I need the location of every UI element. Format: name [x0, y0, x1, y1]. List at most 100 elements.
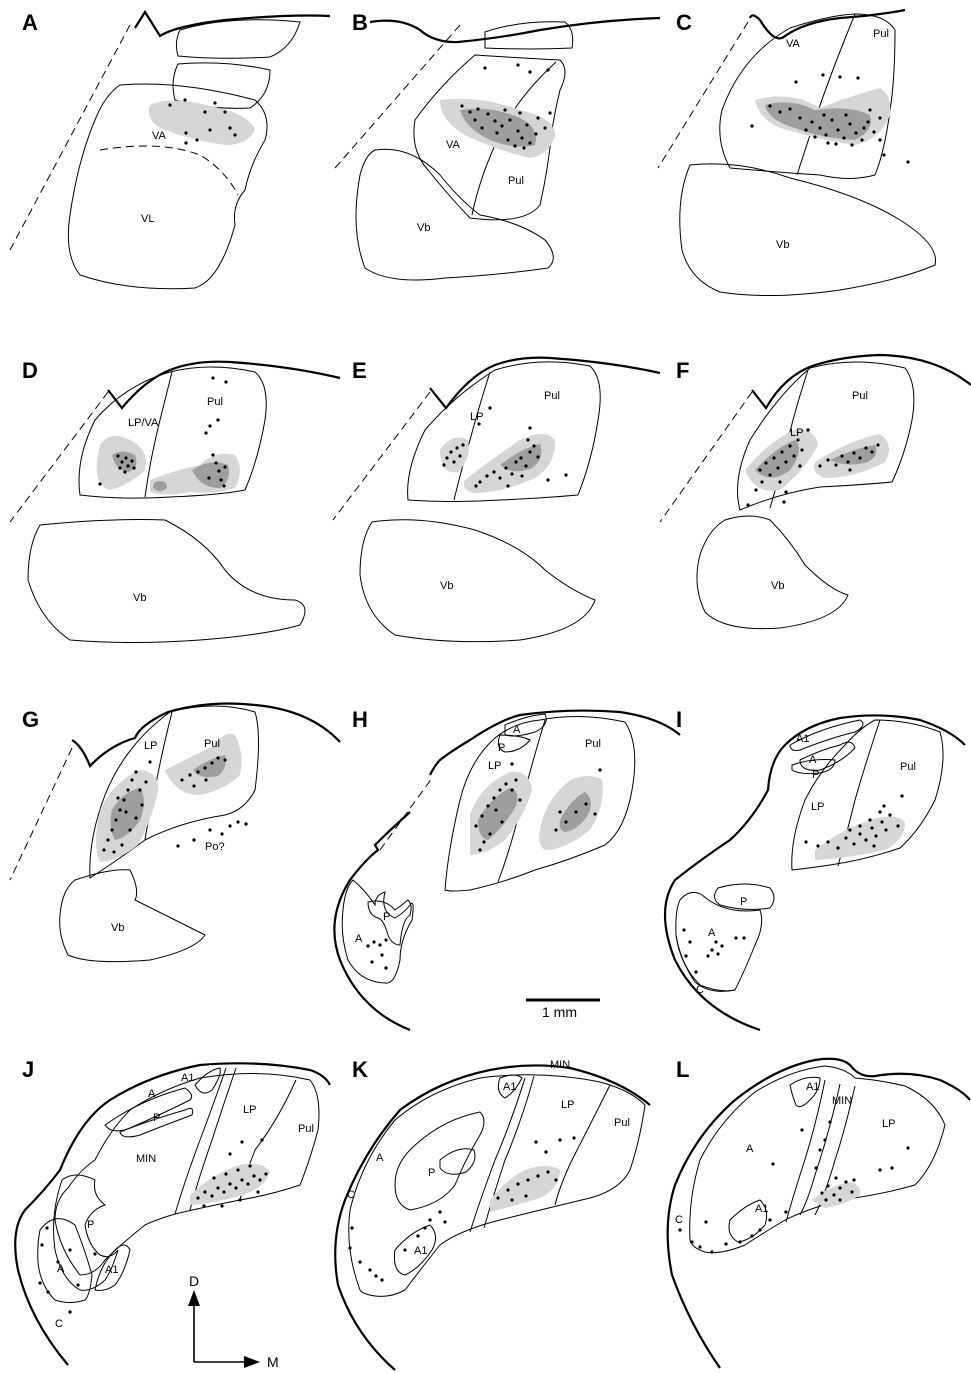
panel-letter-a: A	[22, 10, 38, 35]
region-label: A	[746, 1143, 754, 1155]
nucleus-outline-b1	[485, 22, 573, 49]
scale-bar-label: 1 mm	[542, 1004, 577, 1020]
orientation-axes: D M	[188, 1273, 279, 1370]
region-label: VA	[786, 38, 801, 50]
region-label: LP	[488, 760, 501, 772]
region-label: A	[57, 1263, 65, 1275]
dorsal-arrow-head	[188, 1290, 200, 1306]
midline-dashed-g	[10, 748, 72, 880]
panel-letter-h: H	[352, 707, 368, 732]
vb-outline-c	[680, 164, 936, 296]
region-label: A	[355, 933, 363, 945]
region-label: Pul	[614, 1117, 630, 1129]
thalamus-outline-j	[55, 1073, 319, 1275]
region-label: A	[513, 724, 521, 736]
panel-letter-k: K	[352, 1057, 368, 1082]
region-label: P	[740, 896, 747, 908]
region-label: P	[87, 1219, 94, 1231]
panel-letter-b: B	[352, 10, 368, 35]
region-label: A	[148, 1088, 156, 1100]
region-label: Vb	[440, 580, 453, 592]
midline-dashed-c	[658, 22, 748, 168]
panel-j: J A A1 P LP Pul MIN P	[15, 1057, 330, 1365]
vb-outline-b	[356, 149, 553, 280]
region-label: Pul	[852, 390, 868, 402]
region-label: VL	[141, 213, 154, 225]
vb-outline-g	[60, 870, 205, 962]
region-label: Vb	[111, 922, 124, 934]
panel-b: B VA Pul Vb	[335, 10, 660, 280]
region-label: P	[498, 742, 505, 754]
panel-k: K MIN A1 LP Pul P A C A1	[335, 1057, 650, 1370]
region-label: LP	[470, 411, 483, 423]
region-label: C	[696, 984, 704, 996]
brain-surface-k	[335, 1065, 650, 1370]
region-label: C	[347, 1189, 355, 1201]
panel-f: F LP Pul Vb	[660, 355, 971, 629]
panel-l: L A1 MIN LP A C A1	[668, 1057, 970, 1368]
region-label: Pul	[204, 738, 220, 750]
thalamus-outline-l	[690, 1066, 945, 1253]
region-label: Vb	[776, 239, 789, 251]
panel-c: C VA Pul Vb	[658, 10, 936, 296]
region-label: Vb	[417, 222, 430, 234]
vb-outline-f	[697, 516, 848, 629]
panel-g: G LP Pul Po? Vb	[10, 704, 340, 962]
region-label: P	[383, 911, 390, 923]
region-label: C	[675, 1214, 683, 1226]
region-label: LP	[882, 1118, 895, 1130]
region-label: LP	[811, 801, 824, 813]
panel-letter-g: G	[22, 707, 39, 732]
brain-surface-a	[135, 12, 330, 36]
medial-label: M	[267, 1354, 279, 1370]
region-label: Pul	[544, 390, 560, 402]
panel-e: E LP Pul Vb	[333, 358, 660, 642]
label-zone-light-l	[812, 1182, 860, 1208]
panel-letter-d: D	[22, 358, 38, 383]
region-label: A1	[755, 1203, 768, 1215]
brain-surface-d	[108, 362, 340, 408]
region-label: MIN	[832, 1095, 852, 1107]
region-label: MIN	[136, 1153, 156, 1165]
panel-a: A VA VL	[10, 10, 330, 289]
va-pul-border-c	[797, 14, 855, 175]
region-label: MIN	[550, 1059, 570, 1071]
region-label: A1	[806, 1081, 819, 1093]
label-zone-light-e1	[440, 438, 469, 473]
panel-letter-j: J	[22, 1057, 34, 1082]
labeled-cells-l	[678, 1120, 909, 1253]
brain-surface-h	[334, 711, 680, 1030]
lp-pul-outline-h	[445, 716, 635, 891]
panel-d: D LP/VA Pul Vb	[10, 358, 340, 643]
region-label: A1	[414, 1245, 427, 1257]
region-label: C	[55, 1318, 63, 1330]
vb-outline-e	[360, 520, 595, 642]
labeled-cells-i	[682, 794, 903, 973]
panel-h: H A P LP Pul P A	[334, 707, 680, 1030]
region-label: Vb	[133, 592, 146, 604]
panel-letter-e: E	[352, 358, 367, 383]
a1-outline-j	[195, 1068, 220, 1093]
region-label: VA	[446, 139, 461, 151]
region-label: Vb	[771, 580, 784, 592]
scale-bar: 1 mm	[526, 1000, 600, 1020]
vb-outline-d	[28, 520, 305, 643]
region-label: P	[428, 1167, 435, 1179]
panel-letter-c: C	[676, 10, 692, 35]
region-label: LP	[561, 1099, 574, 1111]
region-label: Pul	[298, 1123, 314, 1135]
region-label: Pul	[900, 761, 916, 773]
region-label: P	[812, 769, 819, 781]
region-label: LP	[243, 1104, 256, 1116]
label-zone-dark-d3	[153, 481, 167, 491]
brain-surface-b	[370, 18, 660, 42]
medial-arrow-head	[244, 1356, 260, 1368]
label-zone-light-i	[815, 816, 905, 860]
region-label: Pul	[508, 175, 524, 187]
midline-dashed-d	[10, 392, 108, 522]
region-label: A1	[796, 733, 809, 745]
region-label: Pul	[585, 738, 601, 750]
region-label: A	[809, 754, 817, 766]
midline-dashed-b	[335, 25, 460, 168]
